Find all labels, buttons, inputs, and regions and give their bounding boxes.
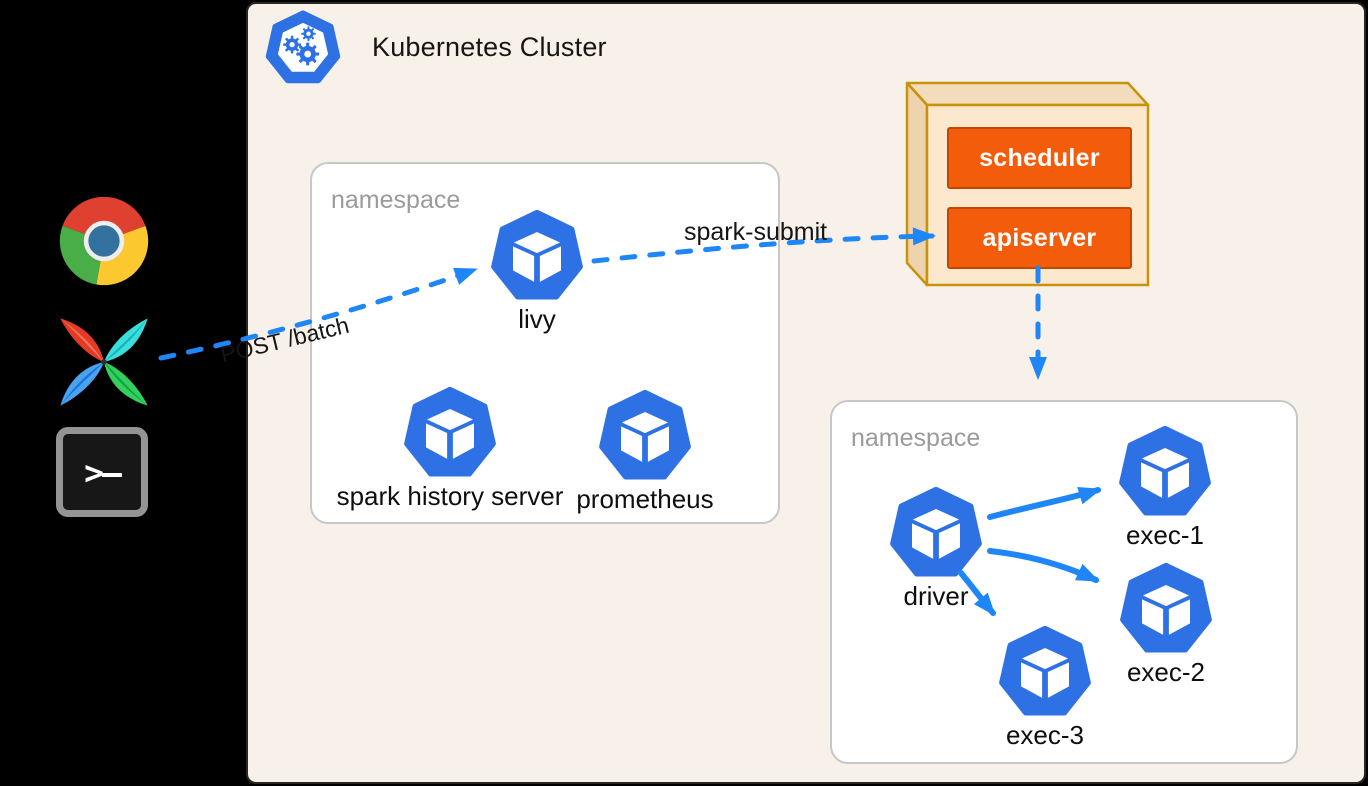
pod-label: exec-2 bbox=[1126, 657, 1206, 687]
pod-spark-history-server: spark history server bbox=[337, 384, 563, 512]
pod-prometheus: prometheus bbox=[576, 387, 714, 515]
pod-label: prometheus bbox=[576, 484, 714, 514]
namespace-label: namespace bbox=[851, 424, 981, 452]
pod-icon bbox=[997, 623, 1093, 719]
scheduler-label: scheduler bbox=[979, 143, 1100, 172]
pod-icon bbox=[1118, 560, 1214, 656]
pod-label: livy bbox=[518, 304, 556, 334]
pod-label: spark history server bbox=[336, 481, 564, 511]
pod-driver: driver bbox=[888, 484, 984, 612]
terminal-prompt: >– bbox=[84, 452, 122, 492]
pod-icon bbox=[1117, 423, 1213, 519]
terminal-icon: >– bbox=[56, 427, 148, 517]
pod-label: exec-3 bbox=[1005, 720, 1085, 750]
pod-exec-2: exec-2 bbox=[1118, 560, 1214, 688]
scheduler-component: scheduler bbox=[947, 127, 1132, 189]
pod-exec-3: exec-3 bbox=[997, 623, 1093, 751]
chrome-icon bbox=[59, 196, 149, 286]
pod-exec-1: exec-1 bbox=[1117, 423, 1213, 551]
pod-label: driver bbox=[903, 581, 969, 611]
kubernetes-icon bbox=[265, 10, 341, 84]
pod-label: exec-1 bbox=[1125, 520, 1205, 550]
pod-icon bbox=[402, 384, 498, 480]
pod-livy: livy bbox=[489, 207, 585, 335]
airflow-icon bbox=[60, 318, 148, 406]
pod-icon bbox=[597, 387, 693, 483]
namespace-label: namespace bbox=[331, 186, 461, 214]
apiserver-component: apiserver bbox=[947, 207, 1132, 269]
cluster-header: Kubernetes Cluster bbox=[264, 8, 607, 86]
gear-icon bbox=[283, 26, 320, 66]
edge-label-spark-submit: spark-submit bbox=[684, 218, 828, 246]
pod-icon bbox=[489, 207, 585, 303]
pod-icon bbox=[888, 484, 984, 580]
apiserver-label: apiserver bbox=[982, 223, 1097, 252]
cluster-title: Kubernetes Cluster bbox=[372, 31, 607, 62]
